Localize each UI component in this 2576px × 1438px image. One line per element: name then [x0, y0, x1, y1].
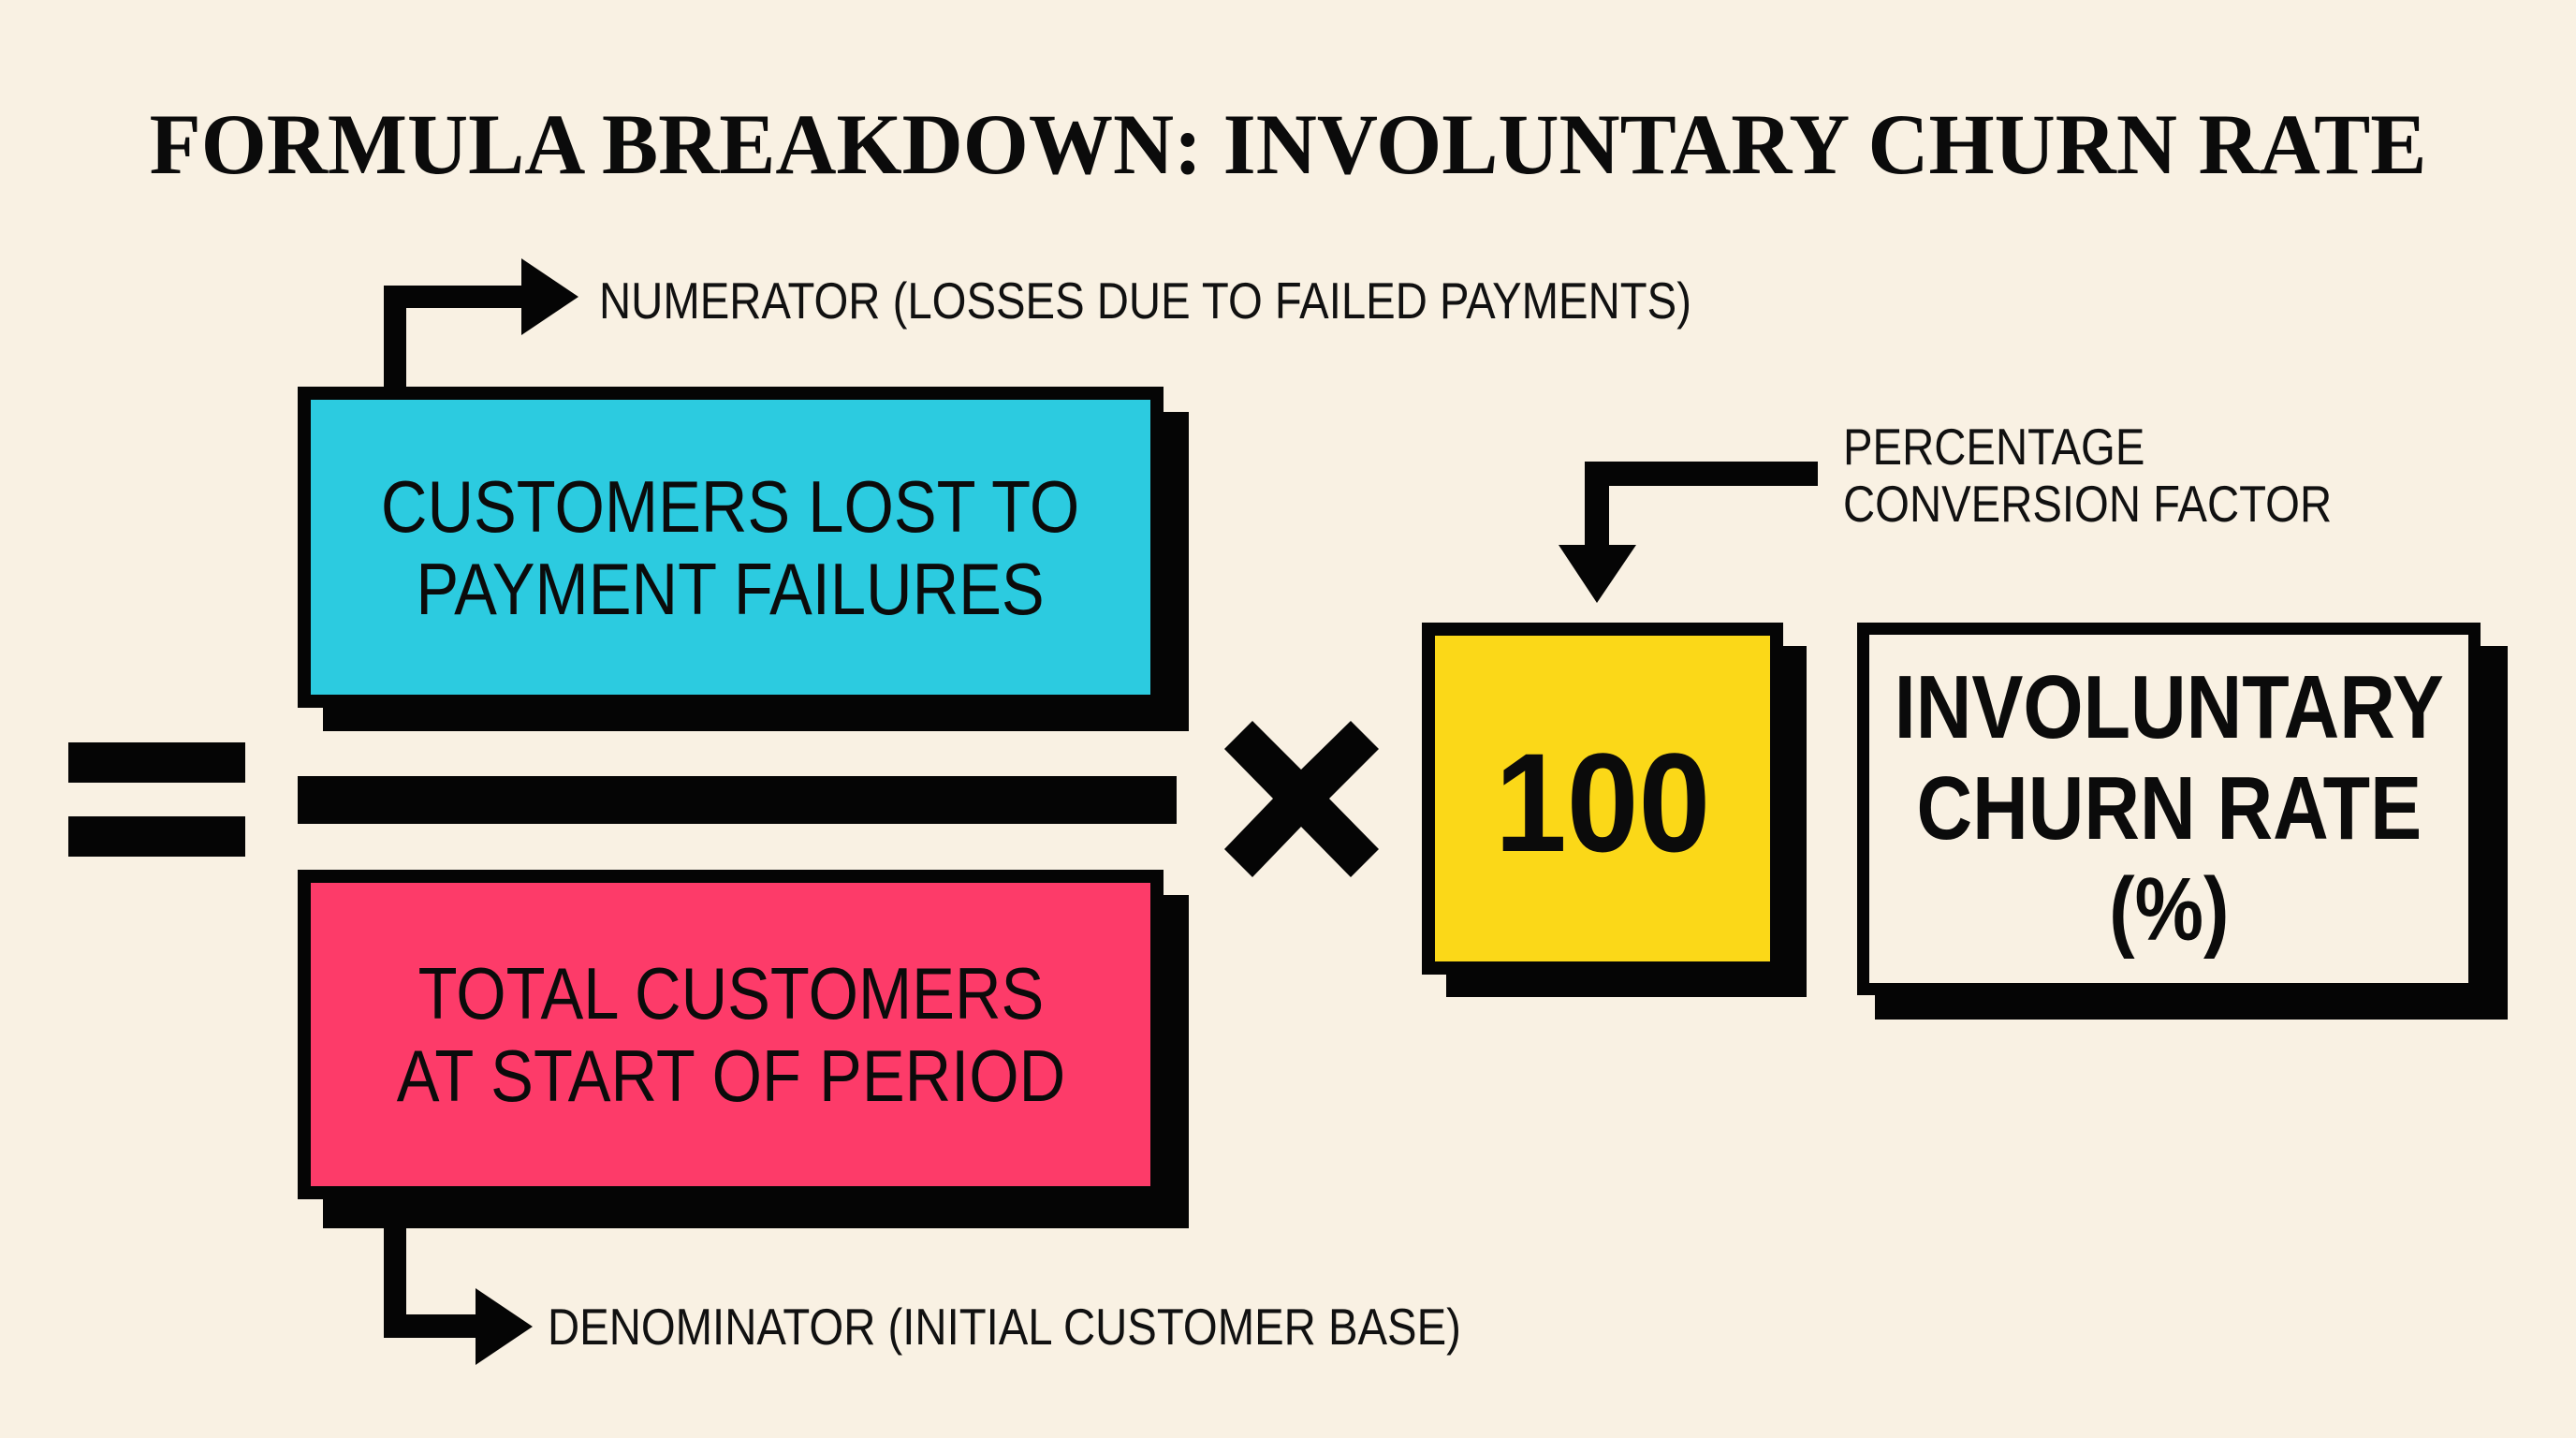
multiplier-annotation-line2: CONVERSION FACTOR: [1843, 475, 2333, 533]
equals-icon: [68, 742, 245, 857]
multiplier-annotation-line1: PERCENTAGE: [1843, 418, 2145, 476]
numerator-box: CUSTOMERS LOST TO PAYMENT FAILURES: [298, 387, 1164, 708]
page-title: FORMULA BREAKDOWN: INVOLUNTARY CHURN RAT…: [149, 96, 2427, 192]
denominator-annotation: DENOMINATOR (INITIAL CUSTOMER BASE): [548, 1298, 1461, 1356]
multiplier-box: 100: [1422, 623, 1783, 975]
multiplier-value: 100: [1494, 724, 1711, 881]
result-text: INVOLUNTARY CHURN RATE (%): [1894, 657, 2444, 960]
denominator-box: TOTAL CUSTOMERS AT START OF PERIOD: [298, 870, 1164, 1199]
numerator-annotation: NUMERATOR (LOSSES DUE TO FAILED PAYMENTS…: [599, 271, 1691, 330]
result-box: INVOLUNTARY CHURN RATE (%): [1857, 623, 2481, 995]
multiply-icon: [1224, 721, 1379, 877]
numerator-text: CUSTOMERS LOST TO PAYMENT FAILURES: [381, 464, 1080, 630]
denominator-text: TOTAL CUSTOMERS AT START OF PERIOD: [396, 952, 1065, 1117]
fraction-bar: [298, 776, 1177, 824]
